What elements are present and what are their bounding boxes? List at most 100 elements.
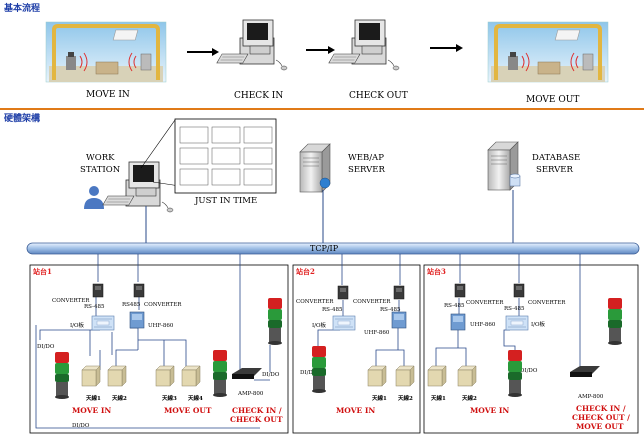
station-3-check-label-2: CHECK OUT /: [572, 413, 630, 422]
station-2-title: 站台2: [296, 267, 315, 276]
station-1-tower-light-a-icon: [55, 352, 69, 399]
station-2-antenna-1-label: 天線1: [372, 394, 387, 402]
web-server-label-line2: SERVER: [348, 165, 385, 175]
work-station-label-line2: STATION: [80, 165, 121, 175]
station-2-dido-label: DI/DO: [300, 370, 318, 376]
station-2-converter-b-icon: [393, 285, 405, 300]
station-3-dido-label: DI/DO: [520, 368, 538, 374]
database-cylinder-icon: [509, 173, 521, 187]
station-3-rs485-a-label: RS-485: [444, 303, 465, 309]
station-2-converter-a-icon: [337, 285, 349, 300]
station-1-antenna-3-label: 天線3: [162, 394, 177, 402]
arch-section-title: 硬體架構: [4, 112, 40, 124]
station-3-amp-icon: [570, 366, 600, 377]
station-2-move-in-label: MOVE IN: [336, 406, 375, 415]
station-1-move-in-label: MOVE IN: [72, 406, 111, 415]
station-2-converter-b-label: CONVERTER: [353, 299, 391, 305]
user-icon: [84, 186, 104, 209]
station-2-antenna-2-label: 天線2: [398, 394, 413, 402]
just-in-time-label: JUST IN TIME: [194, 196, 257, 206]
station-1-uhf-label: UHF-860: [148, 323, 174, 329]
station-2-rs485-b-label: RS-485: [380, 307, 401, 313]
step-move-out-label: MOVE OUT: [526, 95, 579, 105]
station-1-tower-light-c-icon: [268, 298, 282, 345]
monitor-screen-callout: [140, 118, 277, 194]
station-3-antenna-1-label: 天線1: [431, 394, 446, 402]
tcp-ip-bus-label: TCP/IP: [310, 244, 339, 253]
station-2-tower-light-icon: [312, 346, 326, 393]
check-out-pc-icon: [328, 19, 400, 71]
work-station-label-line1: WORK: [86, 153, 115, 163]
station-2-antenna-2-icon: [395, 365, 415, 387]
station-1-check-label-2: CHECK OUT: [230, 415, 283, 424]
station-1-check-label-1: CHECK IN /: [232, 406, 282, 415]
station-1-move-out-label: MOVE OUT: [164, 406, 212, 415]
station-3-tower-light-a-icon: [508, 350, 522, 397]
station-2-io-board-label: I/O板: [312, 321, 327, 329]
station-3-antenna-2-label: 天線2: [462, 394, 477, 402]
station-1-antenna-1-icon: [81, 365, 101, 387]
station-3-io-board-label: I/O板: [531, 320, 546, 328]
station-1-antenna-1-label: 天線1: [86, 394, 101, 402]
station-2-uhf-reader-icon: [391, 311, 407, 329]
station-1-converter-a-icon: [92, 283, 104, 298]
station-1-rs485-a-label: RS-485: [84, 304, 105, 310]
tcp-ip-bus: [26, 242, 640, 255]
web-server-label-line1: WEB/AP: [348, 153, 384, 163]
step-check-out-label: CHECK OUT: [349, 91, 408, 101]
station-3-check-label-3: MOVE OUT: [576, 422, 624, 431]
station-3-rs485-b-label: RS-485: [504, 306, 525, 312]
station-3-panel: 站台3 CONVERTER RS-485 CONVERTER RS-485 UH…: [423, 254, 639, 434]
station-2-uhf-label: UHF-860: [364, 330, 390, 336]
move-out-gate-illustration: [486, 20, 610, 84]
station-1-dido-label-b: DI/DO: [72, 423, 90, 429]
station-2-rs485-a-label: RS-485: [322, 307, 343, 313]
station-1-amp-icon: [232, 368, 262, 379]
station-2-converter-a-label: CONVERTER: [296, 299, 334, 305]
section-divider: [0, 108, 644, 110]
move-in-gate-illustration: [44, 20, 168, 84]
flow-section-title: 基本流程: [3, 2, 40, 14]
station-3-antenna-2-icon: [457, 365, 477, 387]
step-check-in-label: CHECK IN: [234, 91, 283, 101]
station-1-antenna-4-icon: [181, 365, 201, 387]
station-1-panel: 站台1 CONVERTER RS-485 RS485 CONVERTER I/O…: [29, 254, 289, 434]
station-3-converter-b-icon: [513, 283, 525, 298]
db-server-label-line1: DATABASE: [532, 153, 580, 163]
station-3-move-in-label: MOVE IN: [470, 406, 509, 415]
station-3-amp-label: AMP-800: [577, 394, 604, 400]
station-1-title: 站台1: [33, 267, 52, 276]
station-1-rs485-b-label: RS485: [122, 302, 141, 308]
step-move-in-label: MOVE IN: [86, 90, 130, 100]
check-in-pc-icon: [216, 19, 288, 71]
station-3-title: 站台3: [427, 267, 446, 276]
station-3-converter-b-label: CONVERTER: [528, 300, 566, 306]
station-3-uhf-reader-icon: [450, 313, 466, 331]
station-1-dido-label-c: DI/DO: [262, 372, 280, 378]
globe-icon: [319, 177, 331, 189]
station-1-antenna-4-label: 天線4: [188, 394, 203, 402]
station-3-check-label-1: CHECK IN /: [576, 404, 626, 413]
station-2-panel: 站台2 CONVERTER RS-485 CONVERTER RS-485 I/…: [292, 254, 421, 434]
station-3-tower-light-b-icon: [608, 298, 622, 345]
station-2-antenna-1-icon: [367, 365, 387, 387]
server-bus-links: [145, 190, 514, 244]
station-1-antenna-2-label: 天線2: [112, 394, 127, 402]
station-1-converter-b-label: CONVERTER: [144, 302, 182, 308]
station-2-io-board-icon: [332, 315, 356, 331]
station-1-io-board-icon: [91, 315, 115, 331]
station-3-uhf-label: UHF-860: [470, 322, 496, 328]
station-1-antenna-3-icon: [155, 365, 175, 387]
station-3-io-board-icon: [505, 315, 529, 331]
db-server-label-line2: SERVER: [536, 165, 573, 175]
station-1-tower-light-b-icon: [213, 350, 227, 397]
station-1-converter-b-icon: [133, 283, 145, 298]
station-1-converter-a-label: CONVERTER: [52, 298, 90, 304]
station-3-converter-a-icon: [454, 283, 466, 298]
station-1-dido-label-a: DI/DO: [37, 344, 55, 350]
station-1-antenna-2-icon: [107, 365, 127, 387]
station-3-converter-a-label: CONVERTER: [466, 300, 504, 306]
station-1-amp-label: AMP-800: [237, 391, 264, 397]
station-1-uhf-reader-icon: [129, 311, 145, 329]
